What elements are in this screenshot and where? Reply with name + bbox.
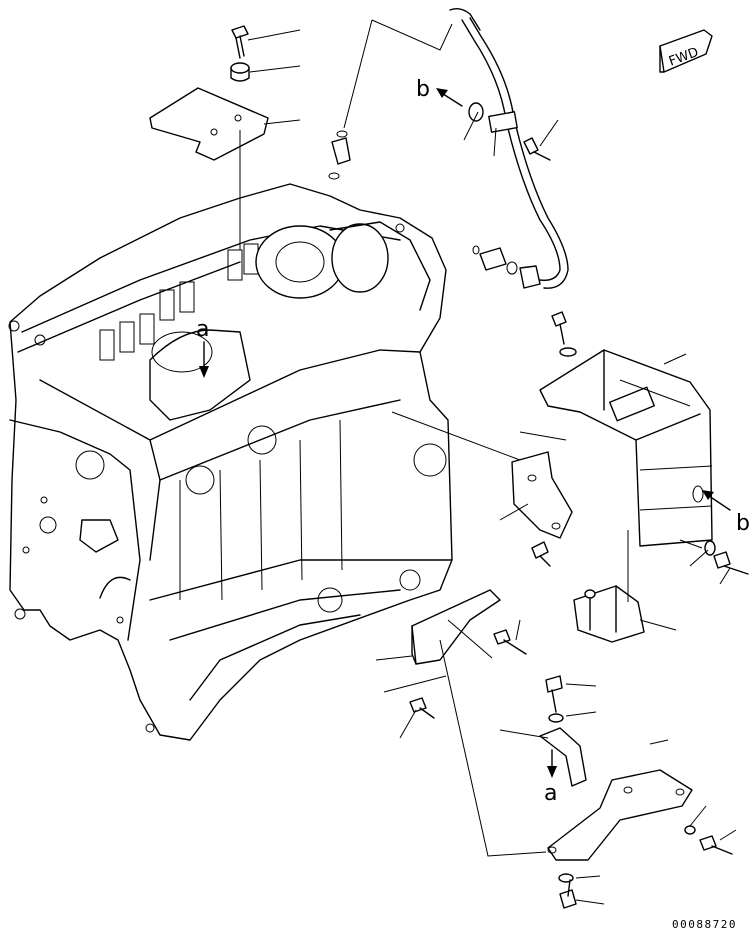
bolt-icon	[531, 541, 549, 559]
marker-label: a	[196, 317, 209, 342]
washer-icon	[704, 540, 716, 556]
marker-b-top: b	[416, 77, 463, 107]
top-plate	[149, 87, 269, 161]
marker-a-top: a	[196, 317, 209, 378]
washer-icon	[548, 713, 564, 723]
middle-bracket	[391, 411, 573, 567]
leader-line	[565, 683, 597, 717]
leader-line	[383, 675, 447, 739]
leader-line	[247, 29, 301, 125]
fwd-arrow-icon: FWD	[659, 29, 713, 73]
leader-line	[439, 639, 669, 857]
marker-b-right: b	[702, 490, 750, 536]
marker-label: a	[544, 781, 557, 806]
washer-icon	[558, 873, 574, 883]
top-bracket-assembly	[149, 25, 301, 250]
bottom-bracket-group	[439, 639, 737, 909]
washer-icon	[559, 347, 577, 357]
leader-line	[663, 353, 703, 549]
collar-icon	[230, 62, 250, 74]
bolt-icon	[713, 551, 731, 569]
lower-bracket	[375, 589, 527, 739]
engine-block	[8, 183, 453, 741]
bolt-icon	[699, 835, 717, 851]
leader-line	[391, 411, 567, 521]
leader-line	[499, 729, 549, 739]
washer-icon	[684, 825, 696, 835]
marker-label: b	[416, 77, 430, 102]
leader-line	[375, 619, 521, 661]
leader-line	[343, 19, 559, 157]
bolt-icon	[551, 311, 567, 327]
marker-a-bottom: a	[544, 749, 557, 806]
bolt-icon	[545, 675, 563, 693]
oil-pipe-assembly	[328, 7, 569, 289]
leader-line	[575, 875, 605, 905]
leader-line	[689, 549, 731, 585]
right-small-parts	[573, 530, 749, 643]
marker-label: b	[736, 511, 750, 536]
bolt-icon	[409, 697, 427, 713]
bolt-icon	[231, 25, 249, 39]
right-cover	[539, 311, 713, 549]
leader-line	[689, 805, 737, 841]
bolt-icon	[523, 137, 539, 155]
drawing-code: 00088720	[672, 918, 737, 931]
